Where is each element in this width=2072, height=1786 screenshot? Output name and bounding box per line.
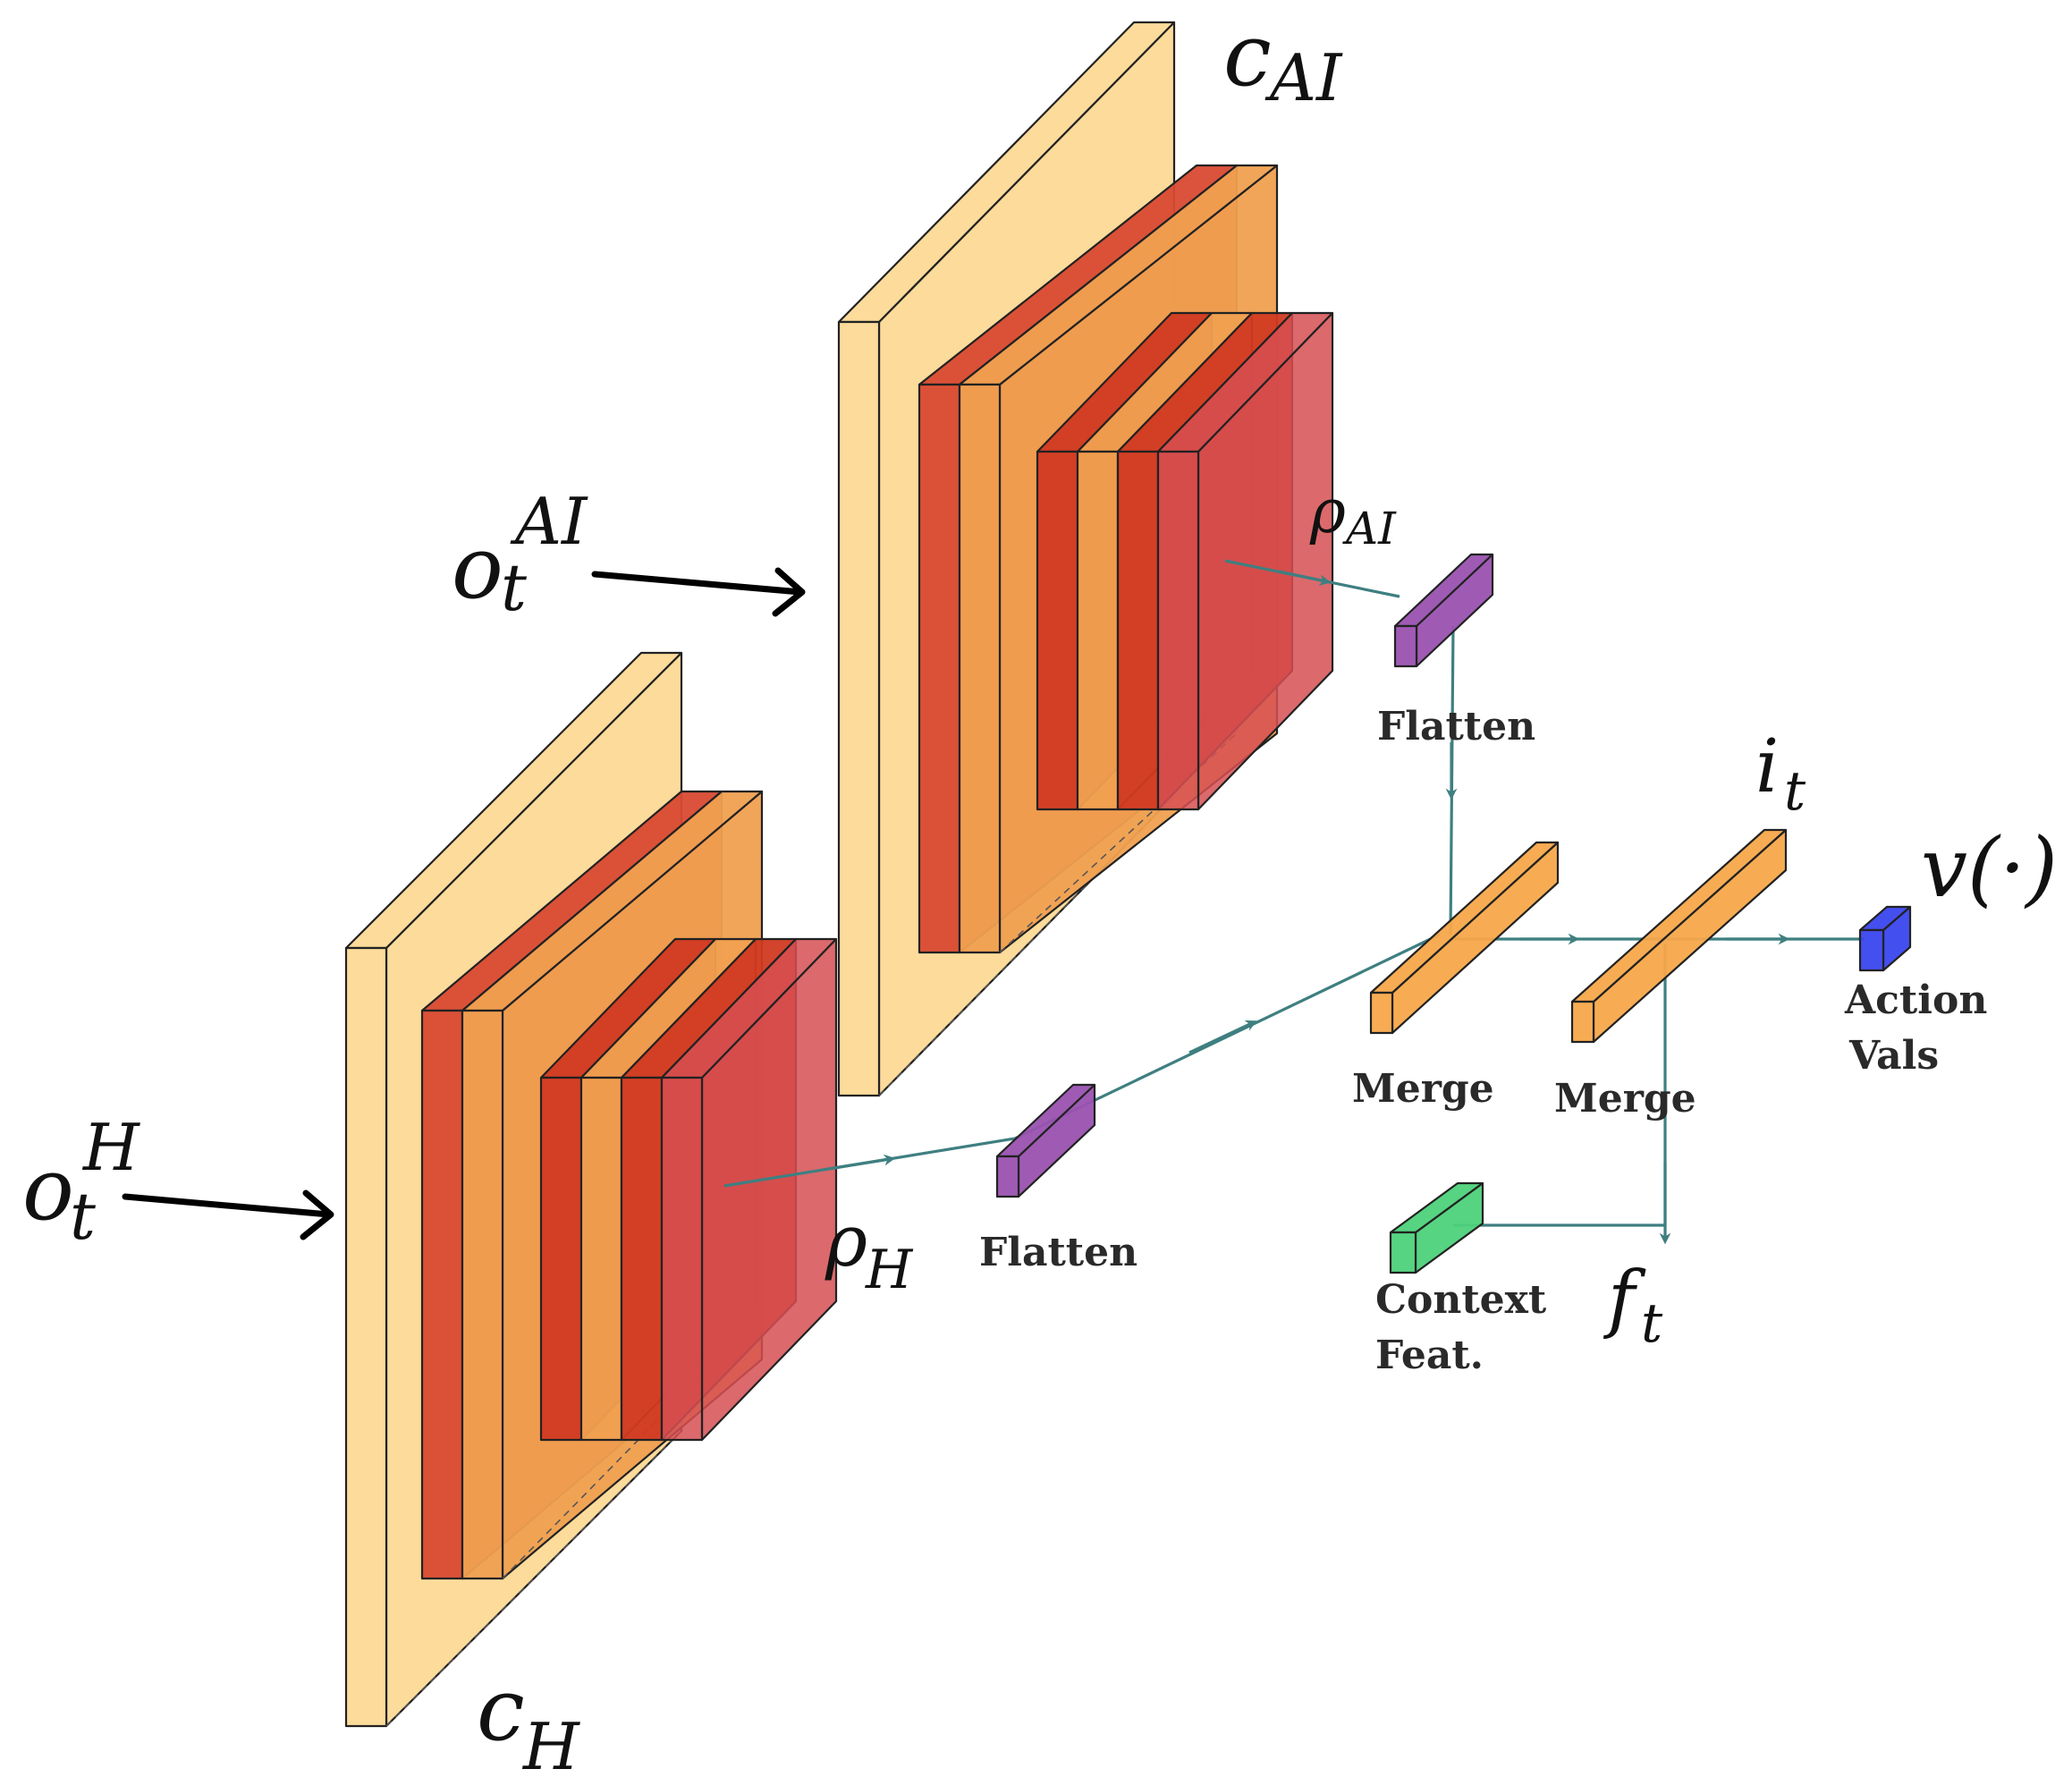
merge-2-block-side	[1592, 828, 1788, 1044]
h-input-slab-front	[344, 946, 388, 1728]
merge-1-block	[1369, 841, 1560, 1035]
label-context-line2: Feat.	[1375, 1333, 1484, 1378]
svg-text:AI: AI	[1342, 503, 1397, 554]
svg-text:t: t	[1641, 1292, 1663, 1355]
label-action-line1: Action	[1844, 978, 1987, 1023]
flatten-h-block	[995, 1083, 1096, 1198]
svg-text:i: i	[1755, 724, 1779, 809]
connector-flatten-to-merge	[1445, 625, 1458, 935]
label-rho-ai: ρ AI	[1309, 477, 1397, 554]
h-conv1-red-front	[420, 1009, 464, 1580]
hidden-edge	[385, 1430, 682, 1727]
context-block	[1389, 1181, 1484, 1274]
svg-text:o: o	[452, 518, 503, 618]
ai-conv1-red-front	[918, 383, 961, 954]
h-conv2-crimson-front	[660, 1076, 704, 1442]
h-conv2-red-b-front	[620, 1076, 664, 1442]
ai-conv2-crimson	[1156, 311, 1334, 811]
label-o-ai: o AI t	[452, 484, 588, 625]
svg-text:o: o	[22, 1139, 74, 1240]
ai-conv2-orange-front	[1076, 450, 1120, 811]
input-arrow-h	[122, 1189, 334, 1240]
context-block-front	[1389, 1231, 1417, 1274]
flatten-h-block-front	[995, 1155, 1020, 1198]
merge-2-block-top	[1570, 828, 1788, 1003]
action-block	[1858, 905, 1912, 972]
input-arrow-ai	[591, 567, 806, 617]
connector-context-to-merge	[1453, 944, 1671, 1245]
label-o-h: o H t	[22, 1110, 140, 1254]
ai-conv2-red-front	[1036, 450, 1079, 811]
h-conv2-orange-front	[579, 1076, 623, 1442]
label-c-h: c H	[477, 1660, 580, 1784]
h-conv2-red-front	[539, 1076, 583, 1442]
label-flatten-h: Flatten	[979, 1230, 1137, 1275]
h-conv2-crimson	[660, 937, 838, 1442]
merge-1-block-top	[1369, 841, 1560, 995]
svg-text:f: f	[1603, 1257, 1646, 1342]
h-conv1-orange-front	[461, 1009, 504, 1580]
label-merge-2: Merge	[1554, 1076, 1696, 1122]
label-i-t: i t	[1755, 724, 1806, 823]
svg-text:c: c	[1223, 5, 1272, 106]
svg-text:AI: AI	[510, 484, 588, 559]
svg-text:H: H	[865, 1239, 914, 1301]
svg-text:t: t	[1784, 760, 1806, 823]
label-action-line2: Vals	[1848, 1033, 1939, 1079]
label-merge-1: Merge	[1352, 1066, 1494, 1112]
ai-conv2-crimson-front	[1156, 450, 1200, 811]
ai-conv1-orange-front	[958, 383, 1002, 954]
merge-2-block-front	[1570, 1000, 1595, 1044]
ai-input-slab-front	[837, 320, 881, 1097]
svg-text:H: H	[521, 1709, 580, 1784]
ai-conv-stack	[837, 21, 1334, 1097]
flatten-ai-block	[1393, 553, 1494, 668]
label-f-t: f t	[1603, 1257, 1663, 1355]
ai-conv2-red-b-front	[1116, 450, 1160, 811]
merge-2-block	[1570, 828, 1788, 1044]
svg-text:ρ: ρ	[825, 1199, 867, 1282]
merge-1-block-front	[1369, 991, 1394, 1035]
label-context-line1: Context	[1375, 1277, 1547, 1323]
flatten-ai-block-front	[1393, 624, 1418, 668]
layer-blocks	[995, 553, 1912, 1274]
label-rho-h: ρ H	[825, 1199, 914, 1301]
connector-rho-ai	[1224, 559, 1400, 598]
svg-text:t: t	[501, 550, 528, 625]
label-c-ai: c AI	[1223, 5, 1343, 115]
action-block-front	[1858, 928, 1885, 972]
h-conv-stack	[344, 651, 838, 1728]
svg-text:t: t	[70, 1179, 97, 1254]
label-v: v(·)	[1921, 820, 2058, 916]
svg-text:AI: AI	[1264, 40, 1343, 115]
svg-text:H: H	[81, 1110, 140, 1185]
svg-text:ρ: ρ	[1309, 477, 1346, 547]
svg-text:c: c	[477, 1660, 525, 1760]
label-flatten-ai: Flatten	[1377, 704, 1535, 749]
